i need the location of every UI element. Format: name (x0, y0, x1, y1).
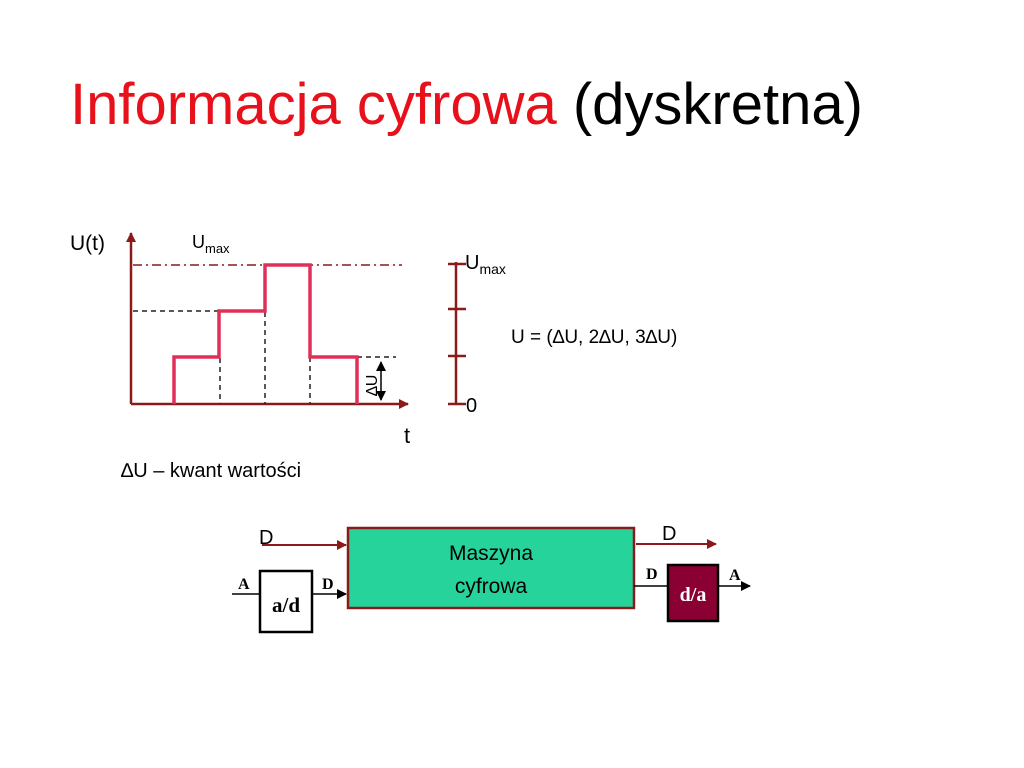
title-paren: (dyskretna) (572, 72, 863, 137)
digital-output-label: D (662, 523, 676, 545)
block-diagram: D D A a/d D Maszyna cyfrowa D d/a (232, 523, 751, 634)
analog-input-label: A (238, 576, 250, 593)
da-converter-block (666, 563, 720, 623)
delta-u-label: ∆U (364, 375, 381, 396)
y-axis-label: U(t) (70, 232, 105, 255)
da-converter-label: d/a (680, 584, 707, 606)
scale-values-label: U = (∆U, 2∆U, 3∆U) (511, 327, 677, 348)
slide-title: Informacja cyfrowa (dyskretna) (70, 76, 863, 134)
umax-top-label: Umax (192, 232, 230, 256)
ad-output-label: D (322, 576, 334, 593)
signal-graph: ∆U U(t) Umax t ∆U – kwant wartości (70, 232, 410, 482)
digital-machine-label-line1: Maszyna (449, 542, 533, 565)
quantization-scale: Umax 0 U = (∆U, 2∆U, 3∆U) (448, 252, 677, 417)
title-main: Informacja cyfrowa (70, 72, 557, 137)
da-input-label: D (646, 566, 658, 583)
digital-input-label: D (259, 527, 273, 549)
analog-output-label: A (729, 567, 741, 584)
discrete-signal (172, 263, 359, 404)
digital-machine-label-line2: cyfrowa (455, 575, 528, 598)
scale-umax-label: Umax (465, 252, 506, 277)
ad-converter-block (258, 569, 314, 634)
digital-machine-block (346, 526, 636, 610)
x-axis-label: t (404, 423, 410, 448)
scale-zero-label: 0 (466, 395, 477, 417)
quantum-caption: ∆U – kwant wartości (121, 460, 301, 482)
ad-converter-label: a/d (272, 593, 300, 617)
